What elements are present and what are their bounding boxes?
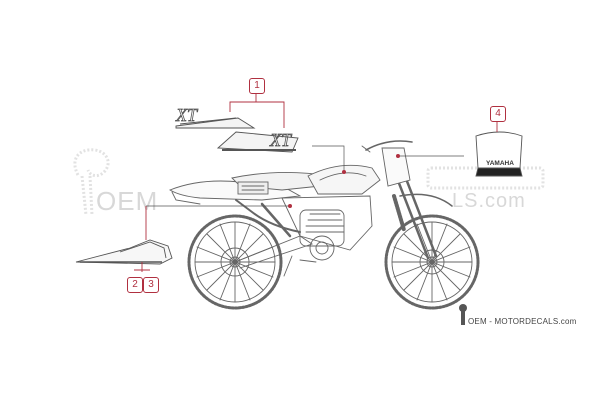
leader-dots [288,154,400,208]
callout-4[interactable]: 4 [490,106,506,122]
watermark-logo [73,148,110,216]
callout-1[interactable]: 1 [249,78,265,94]
decal-fork-cover [475,131,523,177]
decal-side-stripes [75,239,173,265]
callout-2-3-leader [134,262,150,272]
decal-yamaha-label: YAMAHA [486,160,514,167]
decal-xt-large-label: XT [269,130,293,150]
watermark-text-left: OEM [96,186,159,216]
footer-brand: OEM - MOTORDECALS.com [468,317,577,326]
footer-logo-icon [459,304,467,325]
callout-2[interactable]: 2 [127,277,143,293]
decal-xt-small [175,117,256,129]
watermark-plate [426,166,545,190]
decal-xt-small-label: XT [175,105,199,125]
bike-leaders [146,145,464,207]
decal-xt-large [216,131,299,153]
motorcycle-line-art [168,140,480,310]
callout-3[interactable]: 3 [143,277,159,293]
callout-1-leaders [229,93,285,128]
watermark-text-right: LS.com [452,190,526,212]
